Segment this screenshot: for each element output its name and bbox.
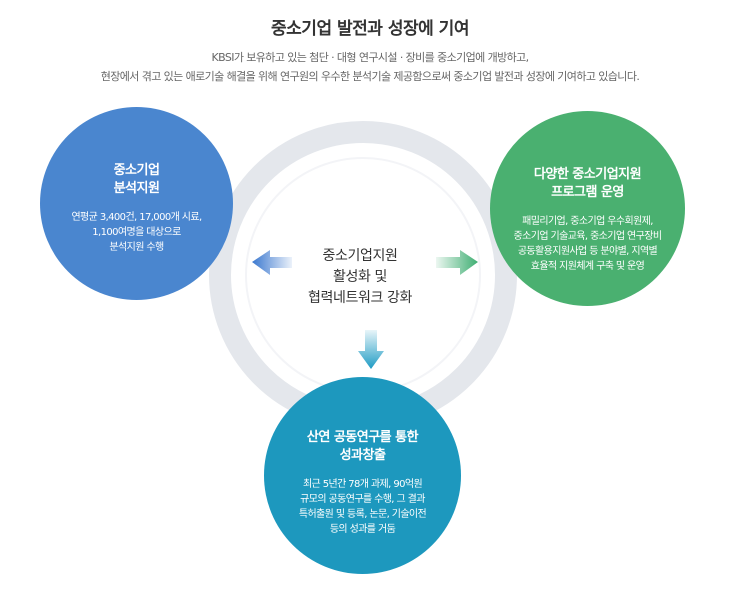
circle-text-line: 1,100여명을 대상으로 — [92, 227, 181, 238]
center-line: 활성화 및 — [333, 269, 387, 285]
circle-text-line: 패밀리기업, 중소기업 우수회원제, — [522, 216, 653, 227]
circle-text-line: 분석지원 수행 — [109, 242, 164, 253]
circle-title-line: 산연 공동연구를 통한 — [306, 430, 419, 445]
circle-text-line: 중소기업 기술교육, 중소기업 연구장비 — [513, 231, 663, 242]
center-line: 중소기업지원 — [322, 248, 398, 264]
circle-joint-research: 산연 공동연구를 통한 성과창출 최근 5년간 78개 과제, 90억원 규모의… — [264, 377, 461, 574]
circle-text-line: 특허출원 및 등록, 논문, 기술이전 — [298, 509, 427, 520]
circle-text-line: 최근 5년간 78개 과제, 90억원 — [302, 479, 423, 490]
circle-title-line: 분석지원 — [113, 181, 160, 196]
circle-title-line: 다양한 중소기업지원 — [533, 167, 642, 182]
circle-title-line: 중소기업 — [113, 163, 160, 178]
circle-title-line: 프로그램 운영 — [551, 185, 624, 200]
circle-text-line: 공동활용지원사업 등 분야별, 지역별 — [517, 246, 658, 257]
circle-support-programs: 다양한 중소기업지원 프로그램 운영 패밀리기업, 중소기업 우수회원제, 중소… — [490, 111, 685, 306]
center-statement: 중소기업지원 활성화 및 협력네트워크 강화 — [270, 246, 450, 309]
circle-title: 산연 공동연구를 통한 성과창출 — [264, 429, 461, 465]
center-line: 협력네트워크 강화 — [308, 290, 412, 306]
circle-title: 중소기업 분석지원 — [40, 162, 233, 198]
circle-title: 다양한 중소기업지원 프로그램 운영 — [490, 166, 685, 202]
arrow-left-icon — [252, 250, 292, 275]
arrow-right-icon — [436, 250, 478, 275]
arrow-down-icon — [358, 330, 384, 369]
circle-text-line: 등의 성과를 거둠 — [329, 524, 396, 535]
circle-description: 최근 5년간 78개 과제, 90억원 규모의 공동연구를 수행, 그 결과 특… — [264, 477, 461, 537]
intro-line-1: KBSI가 보유하고 있는 첨단 · 대형 연구시설 · 장비를 중소기업에 개… — [211, 51, 529, 64]
circle-title-line: 성과창출 — [339, 448, 386, 463]
circle-description: 패밀리기업, 중소기업 우수회원제, 중소기업 기술교육, 중소기업 연구장비 … — [490, 214, 685, 274]
circle-text-line: 규모의 공동연구를 수행, 그 결과 — [300, 494, 425, 505]
circle-text-line: 효율적 지원체계 구축 및 운영 — [530, 261, 645, 272]
page-title: 중소기업 발전과 성장에 기여 — [271, 19, 469, 39]
intro-line-2: 현장에서 겪고 있는 애로기술 해결을 위해 연구원의 우수한 분석기술 제공함… — [100, 70, 640, 83]
circle-description: 연평균 3,400건, 17,000개 시료, 1,100여명을 대상으로 분석… — [40, 210, 233, 255]
circle-text-line: 연평균 3,400건, 17,000개 시료, — [71, 212, 202, 223]
circle-analysis-support: 중소기업 분석지원 연평균 3,400건, 17,000개 시료, 1,100여… — [40, 107, 233, 300]
